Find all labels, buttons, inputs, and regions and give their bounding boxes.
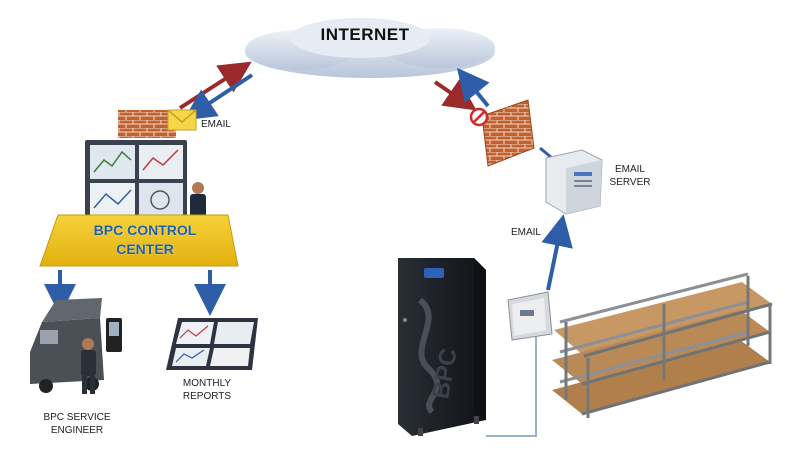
email-label-ups: EMAIL — [510, 227, 541, 238]
firewall-icon — [481, 99, 535, 167]
arrow-blue-to-cloud — [456, 67, 490, 108]
monthly-reports-label-line1: MONTHLY — [182, 378, 232, 389]
service-engineer-figure-icon — [81, 338, 96, 394]
email-envelope-icon — [167, 109, 197, 131]
arrow-blue-from-cloud — [183, 73, 254, 121]
battery-racks-icon — [552, 272, 773, 418]
control-center-title-line1: BPC CONTROL — [93, 222, 197, 238]
monitoring-box-icon — [507, 291, 553, 341]
email-server-label-line1: EMAIL — [614, 164, 645, 175]
internet-label: INTERNET — [320, 25, 410, 44]
arrow-red-to-firewall — [433, 79, 477, 111]
monitoring-cable — [486, 330, 537, 437]
monitor-wall — [85, 140, 187, 222]
control-center-title-line2: CENTER — [116, 240, 174, 257]
control-center-title: BPC CONTROL CENTER — [70, 221, 220, 259]
control-firewall — [118, 110, 176, 138]
arrow-ups-to-server — [541, 214, 573, 291]
monthly-reports-label: MONTHLY REPORTS — [172, 378, 242, 403]
internet-cloud — [245, 18, 495, 78]
monthly-reports-label-line2: REPORTS — [182, 390, 232, 402]
ups-cabinet — [398, 258, 486, 436]
service-engineer-label: BPC SERVICE ENGINEER — [32, 412, 122, 437]
service-engineer-label-line1: BPC SERVICE — [43, 412, 111, 423]
email-server-label-line2: SERVER — [609, 176, 651, 188]
email-server-icon — [545, 149, 603, 215]
email-label-top: EMAIL — [200, 119, 231, 130]
control-center-desk — [39, 214, 239, 267]
monthly-reports-icon — [166, 318, 258, 370]
arrow-server-to-firewall — [539, 146, 553, 160]
mobile-phone-icon — [106, 318, 122, 352]
service-engineer-label-line2: ENGINEER — [50, 424, 104, 436]
email-server-label: EMAIL SERVER — [600, 164, 660, 189]
blocked-icon — [469, 107, 489, 127]
